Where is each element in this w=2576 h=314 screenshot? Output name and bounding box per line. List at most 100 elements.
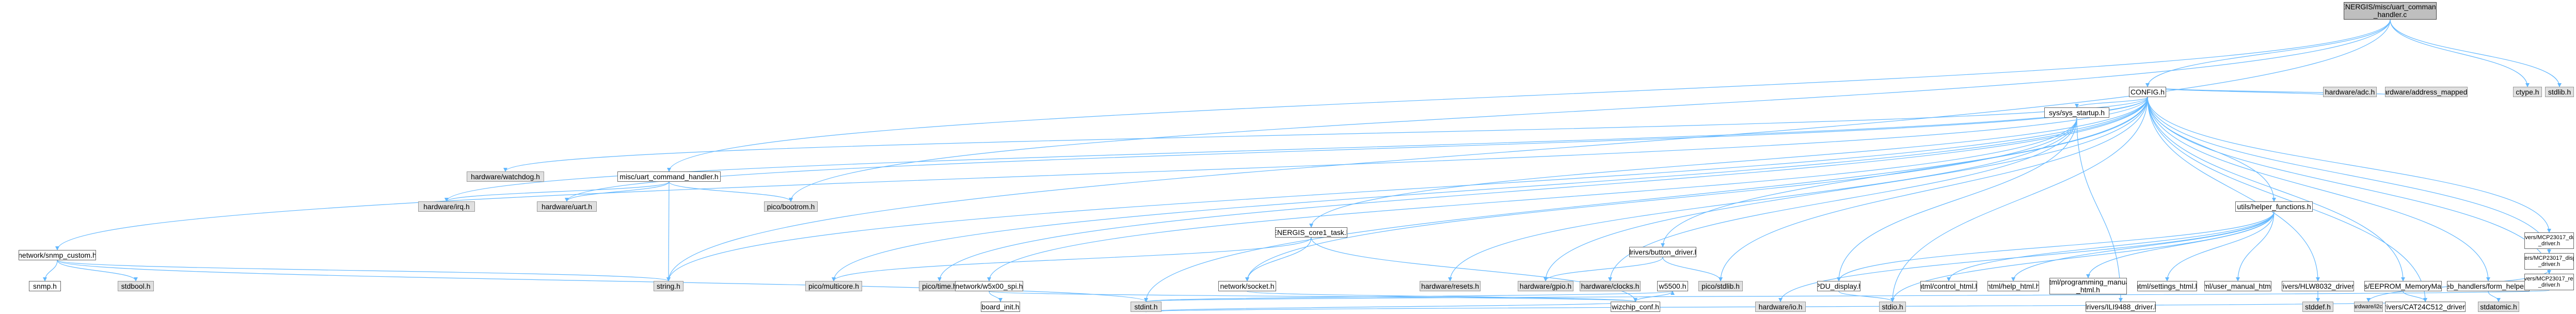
node-hardware-i2c-h[interactable]: hardware/i2c.h bbox=[2354, 302, 2383, 312]
node-html-help-html-h[interactable]: html/help_html.h bbox=[1987, 281, 2039, 291]
edge-uart-command-handler-c-to-config-h bbox=[2145, 19, 2391, 87]
edge-config-h-to-button-driver-h bbox=[1661, 97, 2148, 247]
edge-sys-startup-h-to-network-w5x00-spi-h bbox=[987, 117, 2077, 281]
edge-utils-helper-functions-h-to-stdio-h bbox=[1890, 211, 2275, 302]
node-web-handlers-form-helpers-h[interactable]: web_handlers/form_helpers.h bbox=[2447, 281, 2530, 291]
edge-sys-startup-h-to-network-socket-h bbox=[1245, 117, 2077, 281]
node-hardware-gpio-h[interactable]: hardware/gpio.h bbox=[1518, 281, 1573, 291]
node-uart-command-handler-c[interactable]: ENERGIS/misc/uart_command _handler.c bbox=[2344, 2, 2437, 20]
node-stdint-h[interactable]: stdint.h bbox=[1131, 302, 1162, 312]
node-html-user-manual-html-h[interactable]: html/user_manual_html.h bbox=[2204, 281, 2271, 291]
node-drivers-mcp23017-dual-driver-h[interactable]: drivers/MCP23017_dual _driver.h bbox=[2524, 232, 2574, 249]
edge-config-h-to-energis-core1-task-h bbox=[1309, 97, 2148, 228]
node-hardware-resets-h[interactable]: hardware/resets.h bbox=[1420, 281, 1481, 291]
edge-utils-eeprom-memorymap-h-to-drivers-cat24c512-driver-h bbox=[2403, 291, 2427, 302]
edge-config-h-to-drivers-mcp23017-dual-driver-h bbox=[2147, 97, 2551, 233]
node-ctype-h[interactable]: ctype.h bbox=[2513, 87, 2542, 97]
node-utils-helper-functions-h[interactable]: utils/helper_functions.h bbox=[2235, 201, 2313, 212]
node-wizchip-conf-h[interactable]: wizchip_conf.h bbox=[1611, 302, 1660, 312]
node-stdbool-h[interactable]: stdbool.h bbox=[118, 281, 154, 291]
edge-config-h-to-drivers-cat24c512-driver-h bbox=[2147, 97, 2427, 302]
node-uart-command-handler-h[interactable]: misc/uart_command_handler.h bbox=[617, 171, 721, 182]
edge-drivers-mcp23017-relay-driver-h-to-stdint-h bbox=[1144, 290, 2550, 302]
edge-sys-startup-h-to-hardware-resets-h bbox=[1448, 117, 2077, 281]
node-hardware-clocks-h[interactable]: hardware/clocks.h bbox=[1580, 281, 1641, 291]
node-pdu-display-h[interactable]: PDU_display.h bbox=[1817, 281, 1861, 291]
node-hardware-watchdog-h[interactable]: hardware/watchdog.h bbox=[467, 171, 544, 182]
edge-uart-command-handler-h-to-hardware-irq-h bbox=[444, 181, 670, 202]
edge-config-h-to-hardware-uart-h bbox=[565, 97, 2148, 202]
edge-config-h-to-drivers-mcp23017-display-driver-h bbox=[2147, 97, 2551, 254]
edge-utils-helper-functions-h-to-hardware-io-h bbox=[1778, 211, 2275, 302]
node-network-snmp-custom-h[interactable]: network/snmp_custom.h bbox=[19, 250, 96, 260]
edge-utils-helper-functions-h-to-html-control-html-h bbox=[1947, 211, 2275, 281]
edge-config-h-to-string-h bbox=[666, 97, 2148, 281]
edge-w5500-h-to-stdint-h bbox=[1144, 291, 1673, 302]
node-stdatomic-h[interactable]: stdatomic.h bbox=[2478, 302, 2519, 312]
edge-network-snmp-custom-h-to-string-h bbox=[57, 260, 671, 281]
node-drivers-mcp23017-relay-driver-h[interactable]: drivers/MCP23017_relay _driver.h bbox=[2524, 274, 2574, 290]
node-drivers-ili9488-driver-h[interactable]: drivers/ILI9488_driver.h bbox=[2086, 302, 2156, 312]
edge-wizchip-conf-h-to-stdint-h bbox=[1144, 301, 1636, 312]
edge-config-h-to-hardware-irq-h bbox=[444, 97, 2148, 202]
node-energis-core1-task-h[interactable]: ENERGIS_core1_task.h bbox=[1275, 227, 1347, 238]
edge-utils-helper-functions-h-to-html-settings-html-h bbox=[2165, 211, 2275, 281]
edge-web-handlers-form-helpers-h-to-stdatomic-h bbox=[2488, 291, 2501, 302]
node-board-init-h[interactable]: board_init.h bbox=[981, 302, 1020, 312]
edge-pdu-display-h-to-stdio-h bbox=[1838, 291, 1895, 302]
node-network-socket-h[interactable]: network/socket.h bbox=[1218, 281, 1276, 291]
node-hardware-uart-h[interactable]: hardware/uart.h bbox=[537, 201, 597, 212]
node-hardware-adc-h[interactable]: hardware/adc.h bbox=[2323, 87, 2377, 97]
edge-energis-core1-task-h-to-pico-multicore-h bbox=[832, 237, 1312, 281]
edge-network-snmp-custom-h-to-stdbool-h bbox=[57, 260, 138, 281]
edge-energis-core1-task-h-to-wizchip-conf-h bbox=[1311, 237, 1637, 302]
edge-uart-command-handler-c-to-pico-bootrom-h bbox=[789, 19, 2391, 202]
node-html-settings-html-h[interactable]: html/settings_html.h bbox=[2137, 281, 2197, 291]
node-hardware-io-h[interactable]: hardware/io.h bbox=[1755, 302, 1806, 312]
edge-network-snmp-custom-h-to-snmp-h bbox=[43, 260, 58, 281]
node-drivers-hlw8032-driver-h[interactable]: drivers/HLW8032_driver.h bbox=[2282, 281, 2354, 291]
edge-uart-command-handler-h-to-hardware-uart-h bbox=[565, 181, 670, 202]
edge-config-h-to-hardware-address-mapped-h bbox=[2147, 86, 2428, 98]
node-utils-eeprom-memorymap-h[interactable]: utils/EEPROM_MemoryMap.h bbox=[2364, 281, 2442, 291]
node-stdio-h[interactable]: stdio.h bbox=[1879, 302, 1906, 312]
node-stdlib-h[interactable]: stdlib.h bbox=[2545, 87, 2574, 97]
node-button-driver-h[interactable]: drivers/button_driver.h bbox=[1629, 247, 1696, 257]
node-config-h[interactable]: CONFIG.h bbox=[2129, 87, 2166, 97]
edge-network-w5x00-spi-h-to-board-init-h bbox=[989, 291, 1003, 302]
node-pico-stdlib-h[interactable]: pico/stdlib.h bbox=[1698, 281, 1743, 291]
edge-config-h-to-stdint-h bbox=[1144, 97, 2148, 302]
node-pico-multicore-h[interactable]: pico/multicore.h bbox=[805, 281, 862, 291]
edge-sys-startup-h-to-pdu-display-h bbox=[1837, 117, 2077, 281]
node-drivers-cat24c512-driver-h[interactable]: drivers/CAT24C512_driver.h bbox=[2385, 302, 2466, 312]
edge-config-h-to-web-handlers-form-helpers-h bbox=[2147, 97, 2490, 281]
edge-uart-command-handler-c-to-ctype-h bbox=[2390, 19, 2530, 87]
node-sys-startup-h[interactable]: sys/sys_startup.h bbox=[2044, 107, 2109, 118]
edge-config-h-to-utils-eeprom-memorymap-h bbox=[2147, 97, 2405, 281]
edge-uart-command-handler-c-to-stdlib-h bbox=[2390, 19, 2562, 87]
edge-utils-helper-functions-h-to-html-help-html-h bbox=[2011, 211, 2275, 281]
node-hardware-irq-h[interactable]: hardware/irq.h bbox=[418, 201, 475, 212]
node-hardware-address-mapped-h[interactable]: hardware/address_mapped.h bbox=[2385, 87, 2468, 97]
edge-config-h-to-stdio-h bbox=[1890, 97, 2148, 302]
node-snmp-h[interactable]: snmp.h bbox=[29, 281, 61, 291]
node-pico-time-h[interactable]: pico/time.h bbox=[919, 281, 960, 291]
node-string-h[interactable]: string.h bbox=[654, 281, 683, 291]
node-html-control-html-h[interactable]: html/control_html.h bbox=[1920, 281, 1977, 291]
edge-network-snmp-custom-h-to-stdint-h bbox=[57, 260, 1148, 302]
node-html-programming-manual-html-h[interactable]: html/programming_manual _html.h bbox=[2049, 278, 2127, 294]
node-network-w5x00-spi-h[interactable]: network/w5x00_spi.h bbox=[955, 281, 1023, 291]
edge-utils-helper-functions-h-to-html-programming-manual-html-h bbox=[2086, 211, 2275, 278]
edge-config-h-to-drivers-mcp23017-relay-driver-h bbox=[2147, 97, 2551, 274]
node-drivers-mcp23017-display-driver-h[interactable]: drivers/MCP23017_display _driver.h bbox=[2524, 253, 2574, 270]
edge-network-w5x00-spi-h-to-wizchip-conf-h bbox=[989, 291, 1637, 302]
node-stddef-h[interactable]: stddef.h bbox=[2302, 302, 2333, 312]
edge-config-h-to-sys-startup-h bbox=[2075, 97, 2148, 108]
node-w5500-h[interactable]: w5500.h bbox=[1657, 281, 1688, 291]
edge-button-driver-h-to-hardware-gpio-h bbox=[1544, 257, 1663, 281]
node-pico-bootrom-h[interactable]: pico/bootrom.h bbox=[764, 201, 818, 212]
edge-utils-helper-functions-h-to-html-user-manual-html-h bbox=[2236, 211, 2275, 281]
edge-energis-core1-task-h-to-network-socket-h bbox=[1245, 237, 1312, 281]
edge-config-h-to-pico-time-h bbox=[937, 97, 2148, 281]
